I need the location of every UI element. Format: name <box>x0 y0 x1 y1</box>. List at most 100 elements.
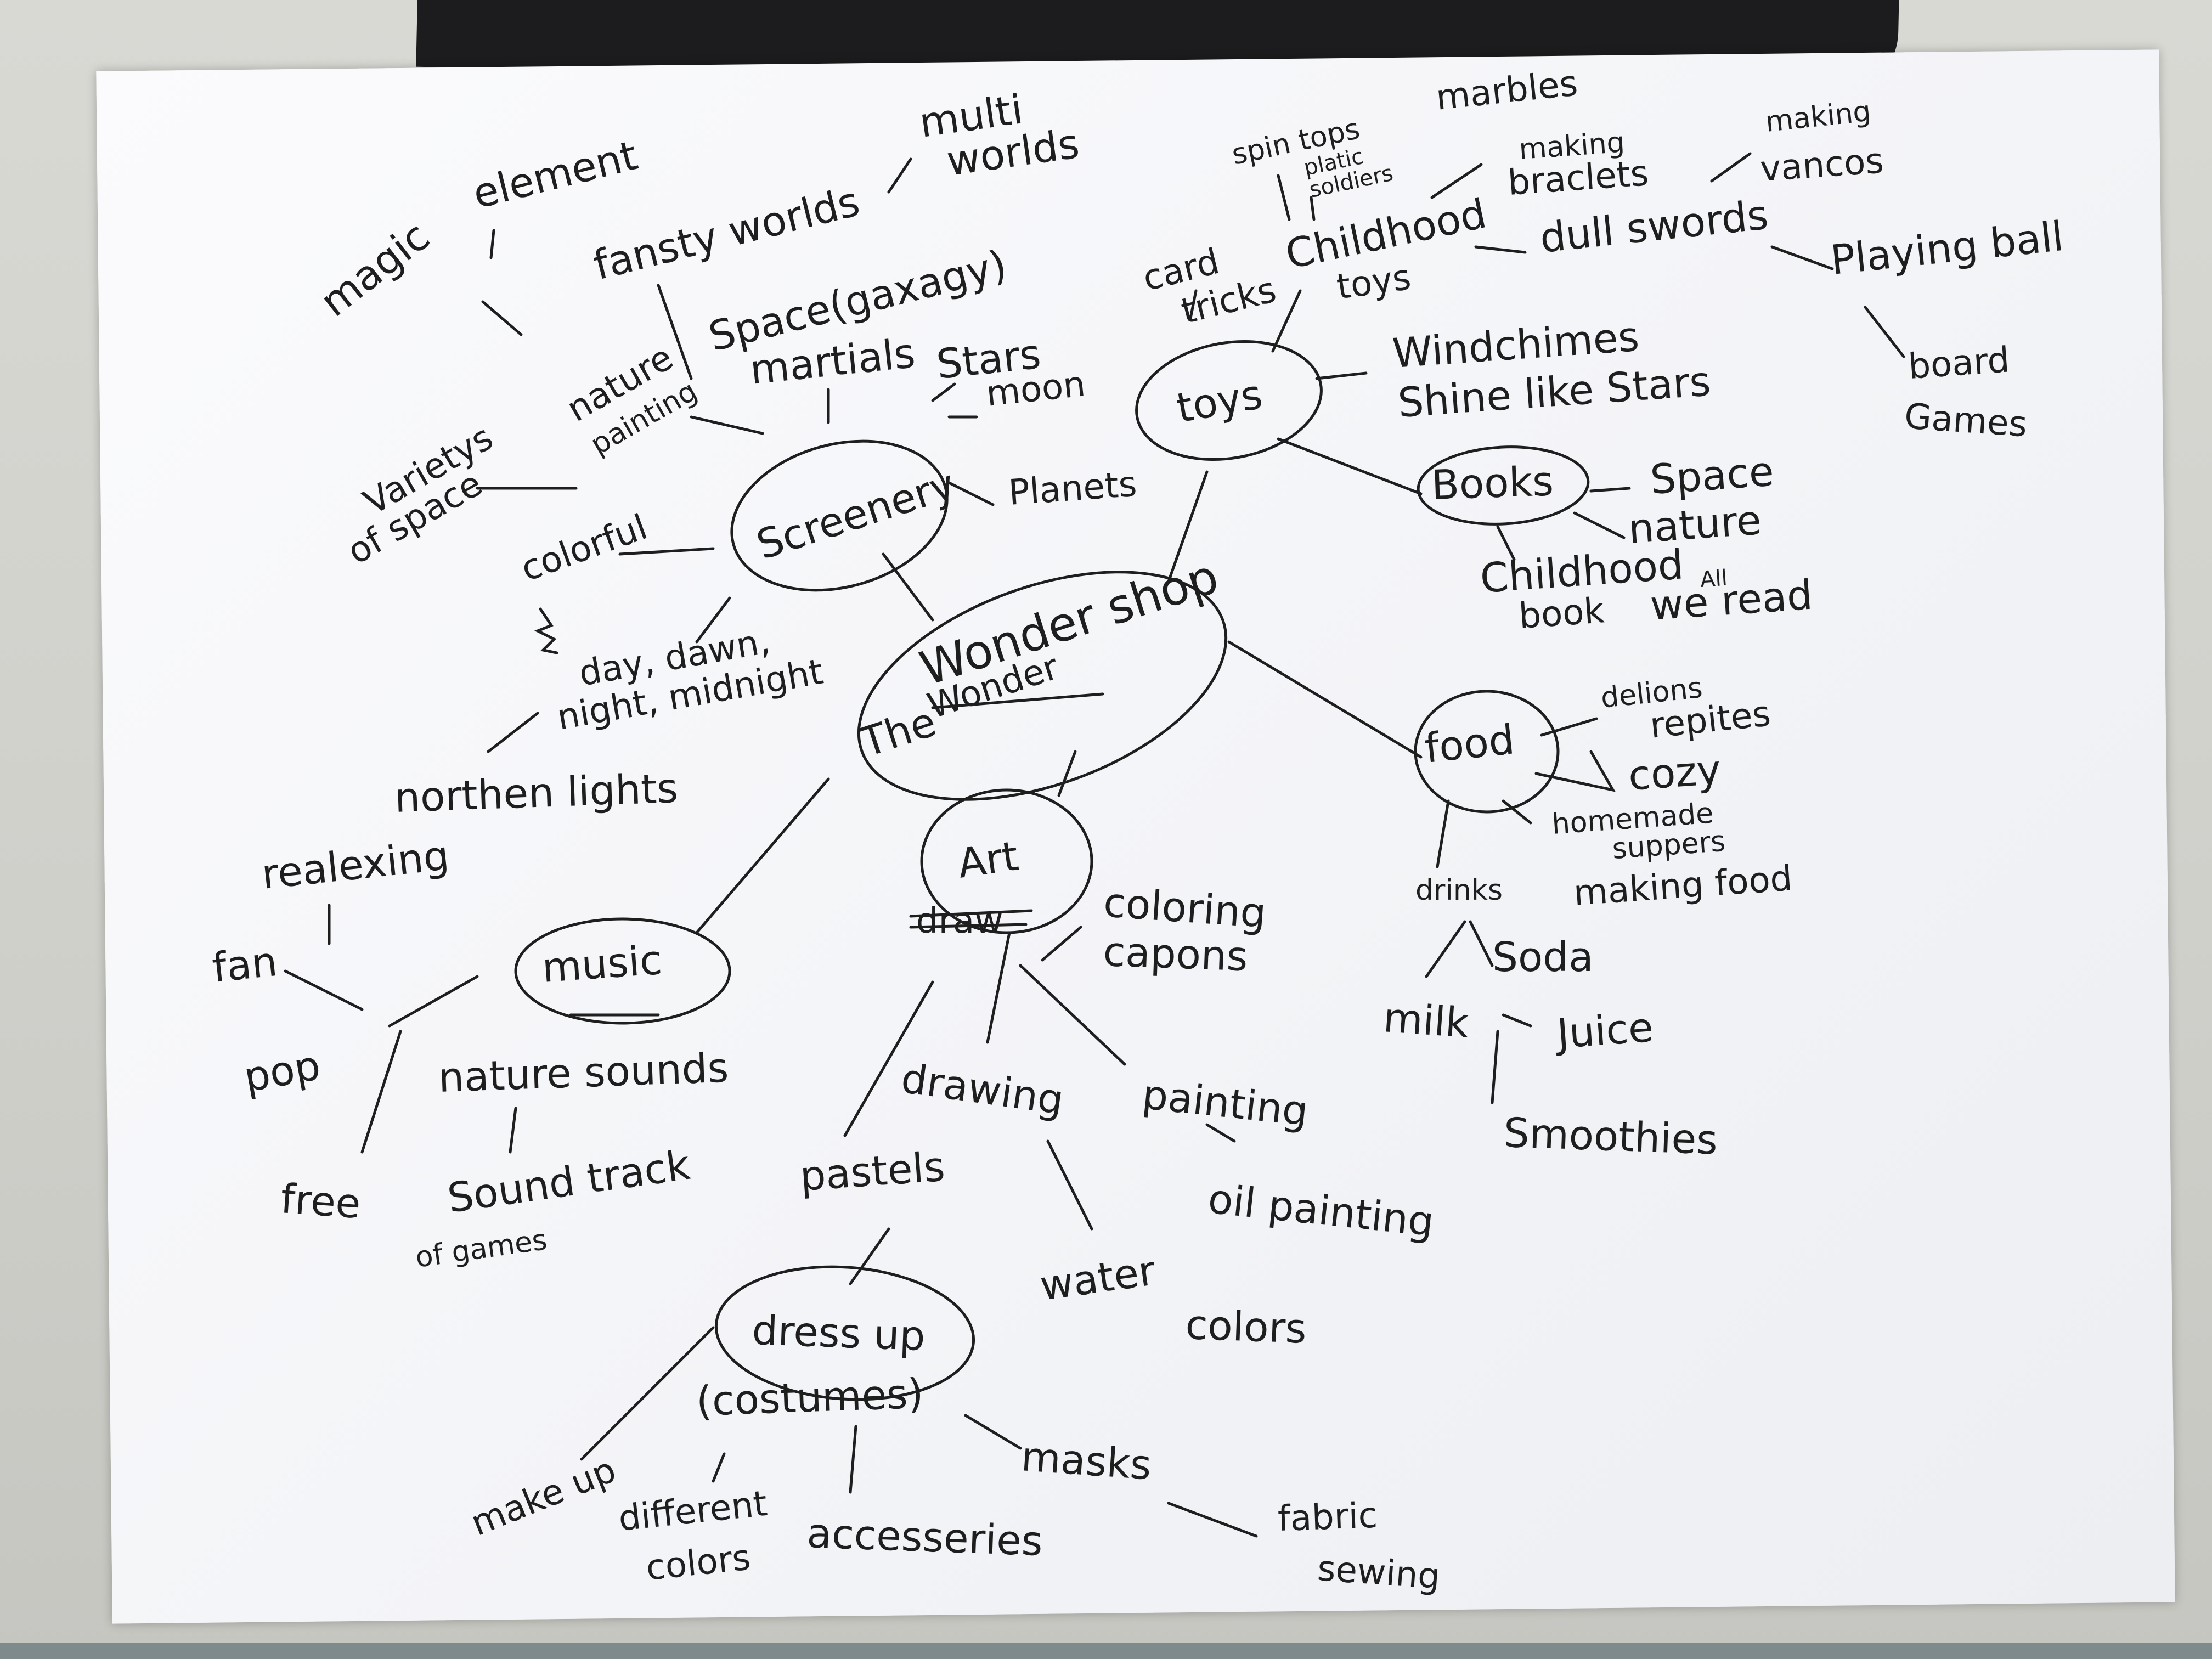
line-board-games <box>1864 306 1905 358</box>
dressup-item: accesseries <box>806 1510 1043 1565</box>
oval-scenery <box>730 439 949 592</box>
oval-toys <box>1135 340 1323 461</box>
node-art-label: Art <box>955 832 1022 887</box>
line-stars <box>931 382 956 402</box>
dressup-item: make up <box>465 1449 622 1544</box>
oval-books <box>1417 445 1590 526</box>
table-edge <box>0 1643 2212 1659</box>
line-drinks <box>1436 799 1450 868</box>
line-magic <box>481 300 523 336</box>
toys-item: dull swords <box>1538 191 1770 262</box>
center-title: Wonder shop <box>914 549 1225 697</box>
scenery-item: magic <box>312 212 438 326</box>
node-scenery-label: Screenery <box>751 461 961 569</box>
line-vancos <box>1710 152 1752 183</box>
line-different <box>712 1452 726 1483</box>
scenery-item: Stars <box>934 330 1043 388</box>
line-windchimes <box>1315 371 1368 380</box>
line-childhood-book <box>1496 525 1516 561</box>
food-item: suppers <box>1611 825 1726 866</box>
node-dressup-sub: (costumes) <box>696 1370 924 1425</box>
line-pastels <box>843 980 934 1137</box>
line-center-toys <box>1167 470 1209 583</box>
art-item: painting <box>1140 1071 1311 1135</box>
node-music-label: music <box>540 936 663 992</box>
scenery-item: colorful <box>516 507 652 590</box>
books-item: we read <box>1649 572 1814 630</box>
food-item: Smoothies <box>1503 1109 1718 1164</box>
scenery-item: Planets <box>1007 464 1138 514</box>
oval-center <box>857 571 1228 801</box>
food-item: Juice <box>1553 1004 1655 1058</box>
line-fabric <box>1167 1502 1258 1538</box>
oval-dressup <box>714 1265 975 1401</box>
toys-item: braclets <box>1506 153 1650 204</box>
books-item: Space <box>1649 448 1775 504</box>
line-fansty <box>657 284 693 380</box>
art-item: capons <box>1102 928 1249 980</box>
books-item: book <box>1517 590 1606 637</box>
scenery-item: element <box>469 132 642 218</box>
music-item: fan <box>210 938 280 992</box>
line-multi-worlds <box>887 157 912 194</box>
toys-item: making <box>1764 95 1872 139</box>
line-center-scenery <box>882 552 934 622</box>
art-item: pastels <box>798 1143 946 1200</box>
line-center-music <box>695 777 830 934</box>
line-nature <box>690 415 764 435</box>
art-item: coloring <box>1102 879 1268 937</box>
line-childhood <box>1271 289 1302 353</box>
dressup-item: fabric <box>1277 1496 1378 1539</box>
toys-item: Games <box>1903 396 2028 445</box>
line-toys-books <box>1277 437 1423 495</box>
music-item: nature sounds <box>438 1045 730 1102</box>
scenery-item: northen lights <box>394 765 679 822</box>
line-accesseries <box>849 1425 857 1494</box>
strike-draw <box>909 909 1033 929</box>
line-homemade <box>1502 799 1532 825</box>
food-item: milk <box>1382 994 1471 1047</box>
toys-item: board <box>1907 340 2011 387</box>
dressup-item: colors <box>644 1537 753 1589</box>
art-struck-word: draw <box>916 901 1003 941</box>
line-spintops <box>1277 174 1291 221</box>
line-smoothies <box>1491 1030 1499 1104</box>
line-playing-ball <box>1770 245 1834 270</box>
node-dressup-label: dress up <box>751 1307 926 1360</box>
books-item: All <box>1699 566 1728 592</box>
music-item: realexing <box>259 832 452 899</box>
line-center-food <box>1227 640 1423 759</box>
center-prefix: The <box>855 698 941 767</box>
line-card-tricks <box>1189 289 1198 320</box>
music-item: of games <box>413 1223 549 1274</box>
toys-item: making <box>1518 126 1626 166</box>
line-dull-swords <box>1474 245 1527 254</box>
connector-lines <box>284 152 1905 1538</box>
oval-art <box>920 788 1093 934</box>
art-item: oil painting <box>1206 1175 1436 1246</box>
oval-food <box>1414 690 1560 814</box>
art-item: drawing <box>898 1055 1066 1125</box>
music-item: Sound track <box>445 1142 693 1222</box>
line-colorful <box>618 547 715 556</box>
food-item: cozy <box>1627 746 1722 800</box>
line-space <box>1589 487 1631 493</box>
line-cozy <box>1534 750 1616 792</box>
line-soldiers <box>1310 196 1316 221</box>
line-painting <box>1019 964 1126 1066</box>
strike-wonder <box>931 692 1104 709</box>
line-day <box>695 596 731 644</box>
food-item: Soda <box>1492 934 1594 981</box>
art-item: colors <box>1184 1301 1307 1353</box>
line-northen <box>487 712 539 753</box>
line-fan <box>284 969 364 1011</box>
line-oil <box>1205 1123 1236 1143</box>
toys-item: Playing ball <box>1829 213 2066 284</box>
node-food-label: food <box>1423 716 1517 772</box>
node-toys-label: toys <box>1173 371 1266 432</box>
line-watercolors <box>1046 1139 1093 1231</box>
dressup-item: masks <box>1020 1433 1153 1489</box>
node-books-label: Books <box>1431 458 1555 509</box>
line-braclets <box>1430 163 1483 199</box>
